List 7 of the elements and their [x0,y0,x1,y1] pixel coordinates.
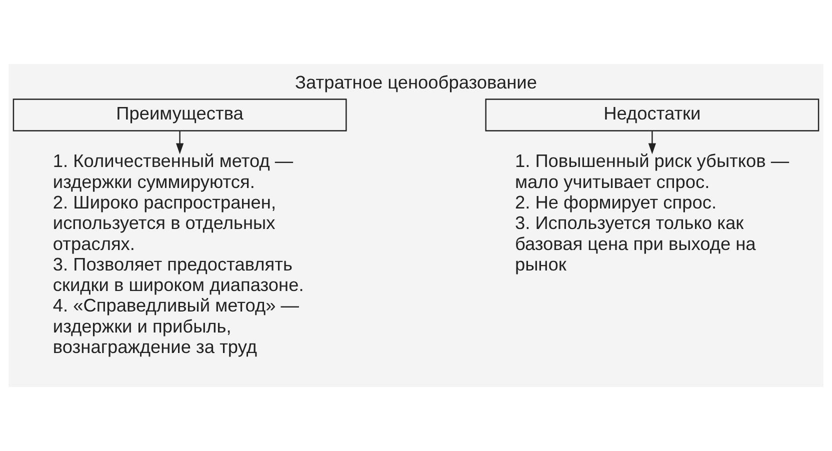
diagram-title: Затратное ценообразование [295,72,537,92]
node-text: 1. Повышенный риск убытков — мало учитывает спрос. 2. Не формирует спрос. 3. Используется только как базовая цена при выходе на рынок [514,151,790,274]
arrow [176,131,184,154]
node-text: 1. Количественный метод — издержки суммируются. 2. Широко распространен, используется в отдельных отраслях. 3. Позволяет предоставлять скидки в широком диапазоне. 4. «Справедливый метод» — издержки и прибыль, вознаграждение за труд [52,151,304,357]
node-box: Преимущества [12,98,347,132]
node-box: Недостатки [485,98,820,132]
arrow [648,131,656,154]
